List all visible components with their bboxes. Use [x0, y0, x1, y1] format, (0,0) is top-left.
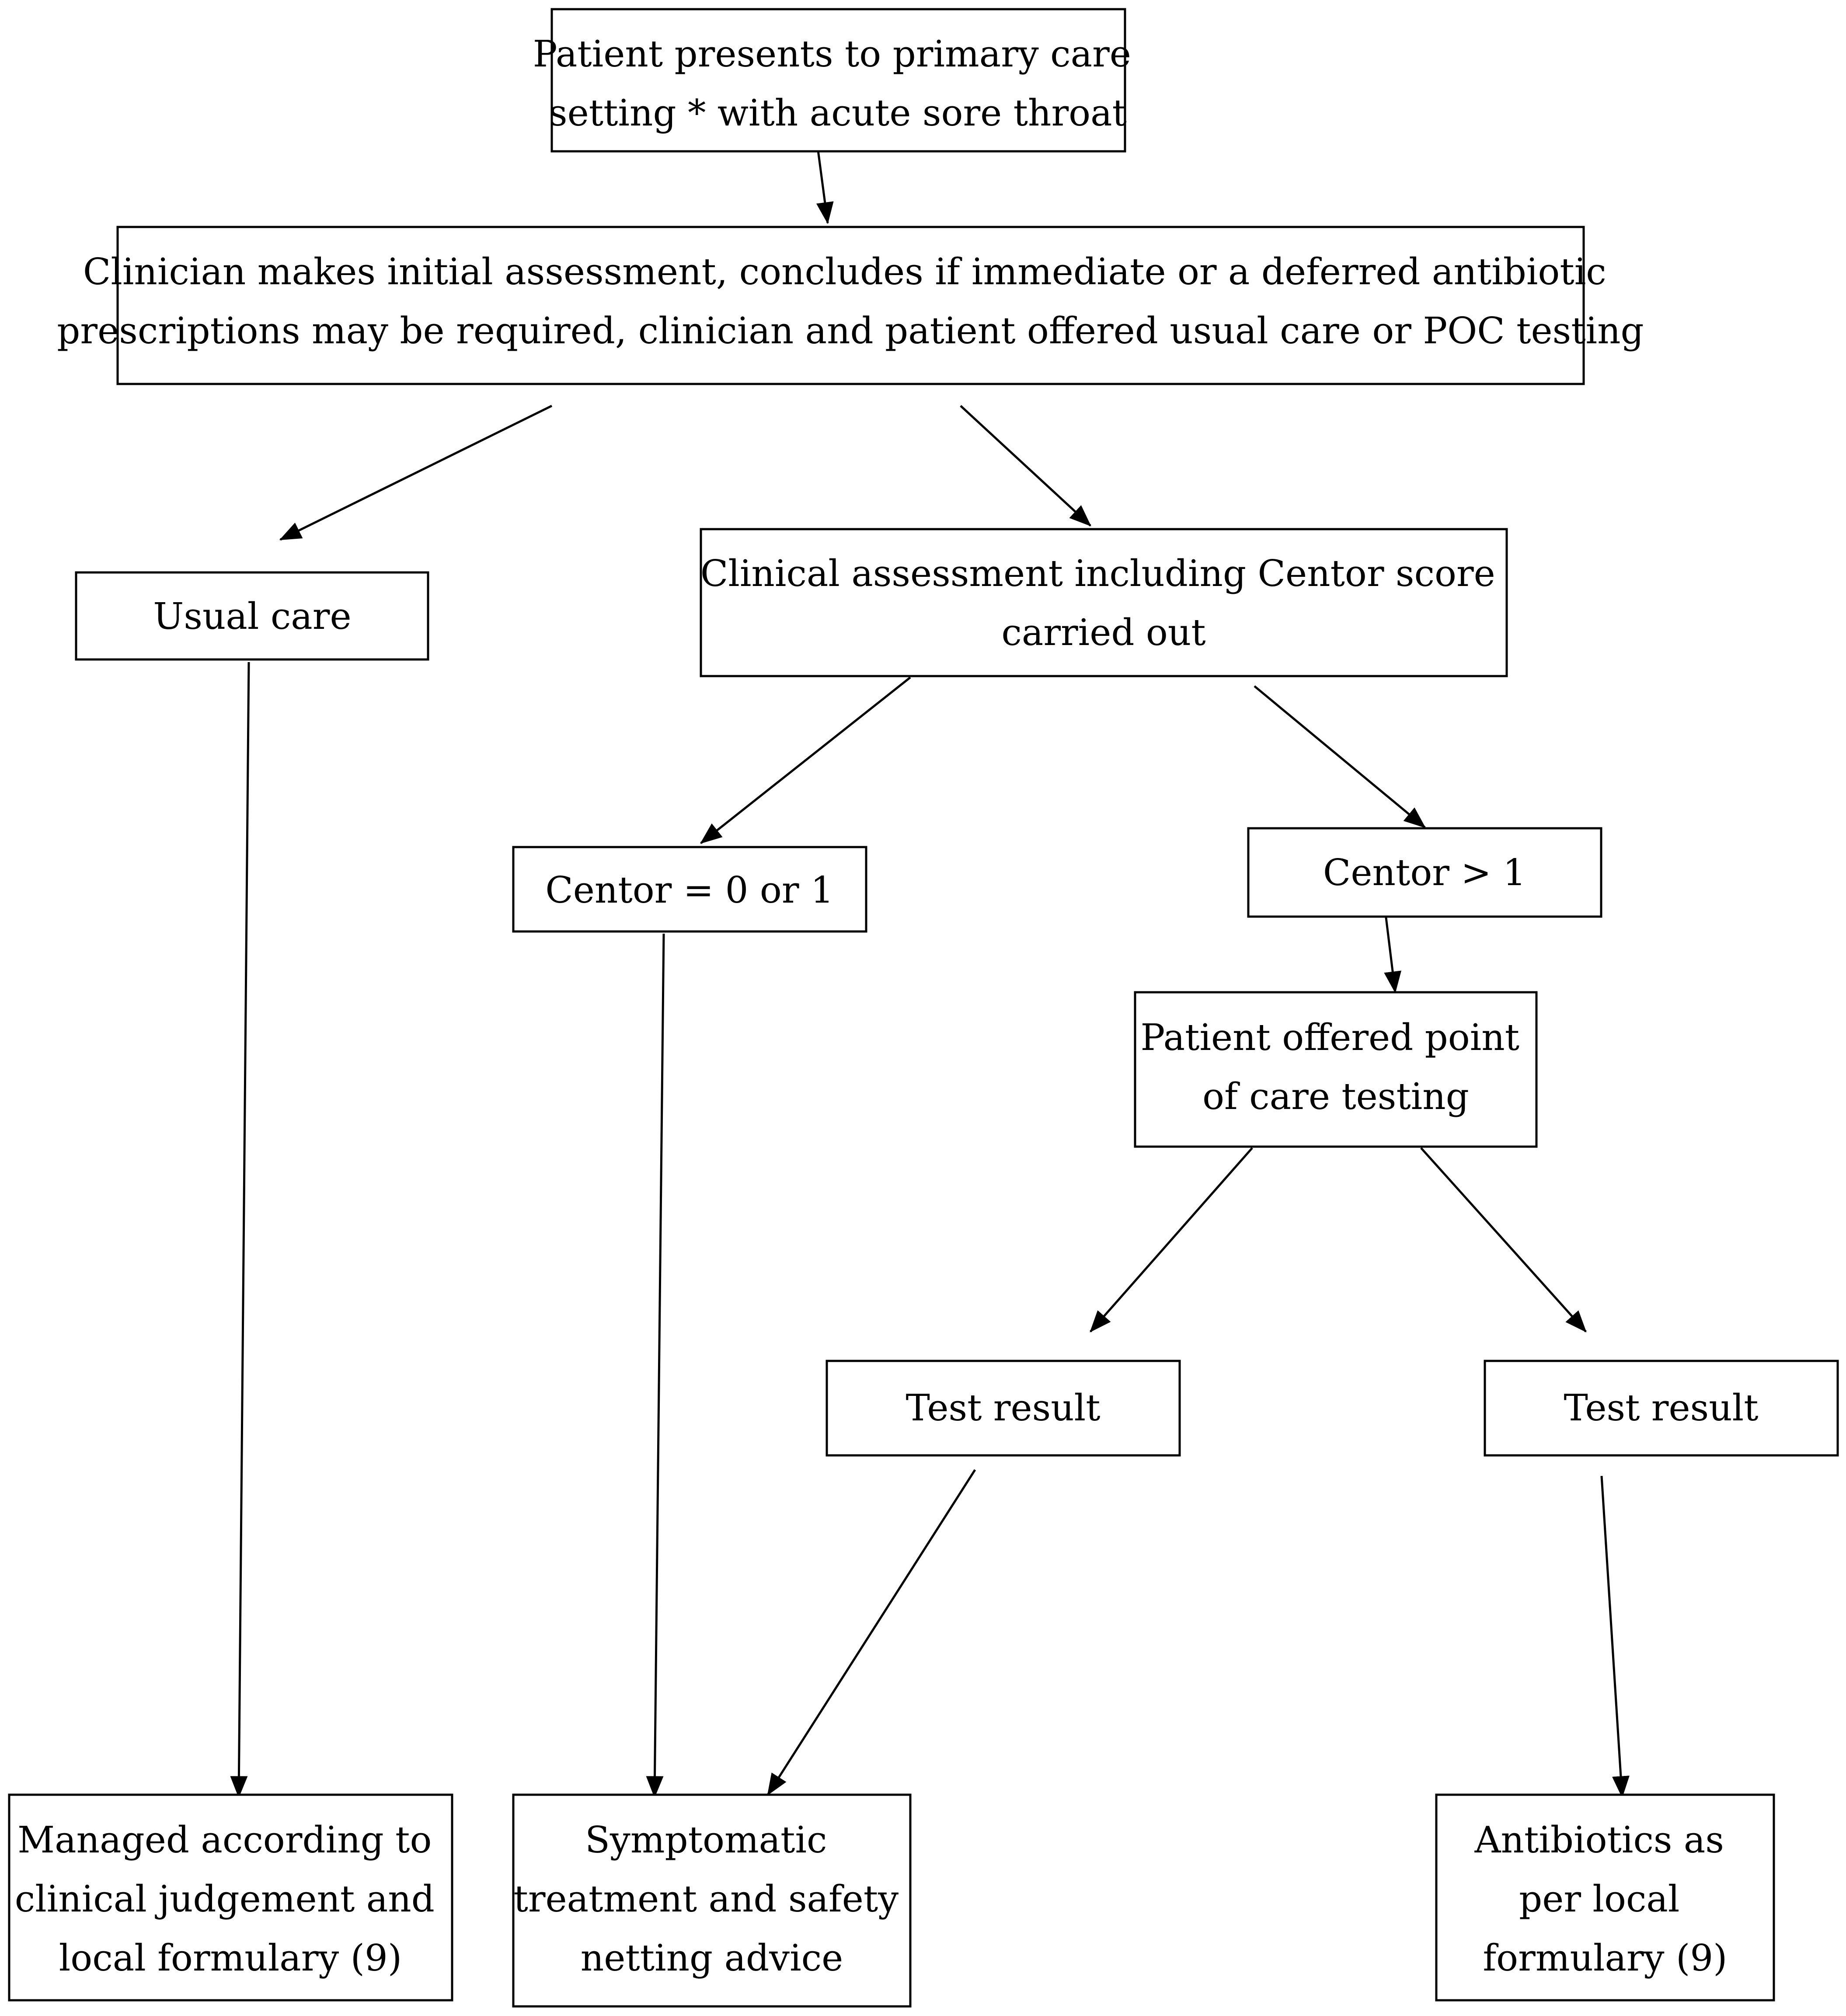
- label-initial-assessment: Clinician makes initial assessment, conc…: [57, 251, 1644, 352]
- arrow-test-result-left-to-symptomatic: [766, 1469, 976, 1796]
- box-initial-assessment: [116, 226, 1585, 385]
- label-centor-high-line-1: Centor > 1: [1323, 851, 1526, 894]
- label-clinical-assessment-line-2: carried out: [1001, 611, 1205, 654]
- label-centor-low-line-1: Centor = 0 or 1: [545, 869, 833, 911]
- box-managed: [8, 1793, 453, 2002]
- arrow-poc-offer-to-test-result-left: [1090, 1147, 1253, 1332]
- label-patient-presents-line-1: Patient presents to primary care: [533, 33, 1131, 75]
- label-test-result-left-line-1: Test result: [906, 1387, 1100, 1429]
- label-patient-presents-line-2: setting * with acute sore throat: [549, 92, 1127, 134]
- box-test-result-right: [1484, 1360, 1839, 1457]
- arrow-initial-assessment-to-clinical-assessment: [960, 405, 1091, 527]
- flowchart-boxes: [8, 8, 1839, 2008]
- label-test-result-right-line-1: Test result: [1564, 1387, 1758, 1429]
- flowchart-arrows: [230, 143, 1630, 1798]
- label-antibiotics: Antibiotics as per local formulary (9): [1474, 1819, 1736, 1979]
- arrow-clinical-assessment-to-centor-low: [700, 677, 911, 844]
- label-antibiotics-line-2: per local: [1519, 1878, 1679, 1920]
- label-usual-care-line-1: Usual care: [153, 595, 351, 638]
- label-antibiotics-line-3: formulary (9): [1483, 1937, 1727, 1979]
- label-poc-offer-line-1: Patient offered point: [1140, 1016, 1519, 1059]
- label-initial-assessment-line-1: Clinician makes initial assessment, conc…: [83, 251, 1606, 293]
- flowchart-labels: Patient presents to primary care setting…: [15, 33, 1759, 1979]
- arrow-presents-to-initial-assessment: [816, 143, 834, 224]
- label-test-result-right: Test result: [1564, 1387, 1758, 1429]
- box-usual-care: [75, 571, 429, 661]
- label-patient-presents: Patient presents to primary care setting…: [533, 33, 1143, 134]
- label-test-result-left: Test result: [906, 1387, 1100, 1429]
- label-clinical-assessment: Clinical assessment including Centor sco…: [700, 552, 1507, 654]
- label-centor-high: Centor > 1: [1323, 851, 1526, 894]
- label-managed-line-3: local formulary (9): [59, 1937, 402, 1979]
- box-centor-low: [512, 846, 867, 933]
- label-managed-line-1: Managed according to: [17, 1819, 432, 1861]
- label-managed-line-2: clinical judgement and: [15, 1878, 435, 1920]
- label-poc-offer: Patient offered point of care testing: [1140, 1016, 1531, 1118]
- box-antibiotics: [1435, 1793, 1775, 2002]
- box-centor-high: [1247, 827, 1602, 918]
- box-symptomatic: [512, 1793, 912, 2008]
- label-managed: Managed according to clinical judgement …: [15, 1819, 446, 1979]
- label-antibiotics-line-1: Antibiotics as: [1474, 1819, 1724, 1861]
- label-usual-care: Usual care: [153, 595, 351, 638]
- box-poc-offer: [1134, 991, 1538, 1148]
- arrow-test-result-right-to-antibiotics: [1600, 1475, 1630, 1798]
- arrow-poc-offer-to-test-result-right: [1420, 1147, 1587, 1332]
- arrow-centor-low-to-symptomatic: [646, 933, 665, 1798]
- arrow-clinical-assessment-to-centor-high: [1254, 685, 1426, 828]
- label-initial-assessment-line-2: prescriptions may be required, clinician…: [57, 310, 1644, 352]
- label-symptomatic-line-3: netting advice: [581, 1937, 843, 1979]
- label-symptomatic: Symptomatic treatment and safety netting…: [513, 1819, 910, 1979]
- arrow-usual-care-to-managed: [230, 662, 250, 1798]
- label-poc-offer-line-2: of care testing: [1202, 1075, 1469, 1118]
- label-centor-low: Centor = 0 or 1: [545, 869, 833, 911]
- box-patient-presents: [550, 8, 1126, 153]
- box-test-result-left: [825, 1360, 1181, 1457]
- box-clinical-assessment: [700, 528, 1508, 677]
- arrow-initial-assessment-to-usual-care: [279, 405, 553, 541]
- arrow-centor-high-to-poc-offer: [1384, 910, 1402, 994]
- label-clinical-assessment-line-1: Clinical assessment including Centor sco…: [700, 552, 1495, 595]
- label-symptomatic-line-1: Symptomatic: [585, 1819, 827, 1861]
- label-symptomatic-line-2: treatment and safety: [513, 1878, 899, 1920]
